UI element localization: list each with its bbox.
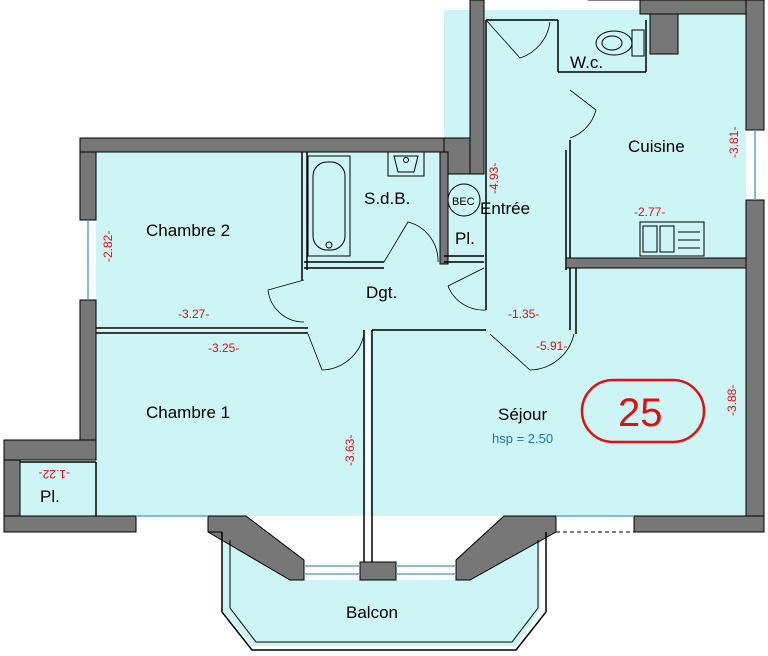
unit-number-ring (580, 378, 706, 444)
chambre-2-area (96, 152, 304, 328)
bathtub-inner (312, 161, 346, 251)
wall-left-mid (79, 299, 97, 461)
bathtub-outline (307, 155, 351, 257)
balcon-area (222, 532, 540, 646)
kitchen-sink-bowl2 (659, 225, 675, 253)
label-sejour: Séjour (498, 405, 547, 424)
dim-ch2-height: -2.82- (101, 231, 115, 262)
sink-sdb-tap (403, 157, 409, 163)
windows (20, 130, 756, 575)
balcon-outline (221, 532, 547, 651)
door-ch2 (267, 279, 305, 323)
room-labels: Chambre 2 S.d.B. W.c. Cuisine Entrée Pl.… (40, 53, 685, 622)
label-placard-entree: Pl. (455, 229, 475, 248)
label-chambre-1: Chambre 1 (146, 403, 230, 422)
wall-bottom-left (3, 515, 137, 533)
dim-cuisine-height: -3.81- (727, 127, 741, 158)
door-sdb (383, 221, 439, 263)
wall-right-lower (745, 199, 765, 531)
wall-right-upper (745, 0, 765, 131)
partition-sdb-entree (439, 151, 449, 265)
wall-top-ch2 (79, 137, 477, 153)
wall-cuisine-inner (649, 13, 679, 55)
dim-placard-width: -1.22- (39, 467, 70, 481)
fixtures (307, 0, 705, 257)
unit-number: 25 (618, 391, 663, 435)
bec-circle (447, 183, 481, 217)
label-bec: BEC (452, 196, 475, 208)
label-chambre-2: Chambre 2 (146, 221, 230, 240)
dim-ch1-width: -3.25- (208, 341, 239, 355)
sink-sdb-bowl (393, 155, 419, 173)
wall-bottom-mid (359, 561, 397, 581)
dim-sejour-height: -3.88- (725, 385, 739, 416)
unit-number-badge: 25 (580, 378, 706, 444)
dim-sejour-width: -5.91- (536, 339, 567, 353)
kitchen-sink (639, 221, 705, 257)
label-cuisine: Cuisine (628, 137, 685, 156)
dim-cuisine-width: -2.77- (634, 205, 665, 219)
chambre-1-area (96, 330, 366, 516)
label-entree: Entrée (480, 199, 530, 218)
dimension-labels: -2.82- -3.27- -3.25- -3.63- -4.93- -3.81… (39, 127, 741, 481)
balcon-inner (229, 540, 539, 643)
door-entree (485, 19, 551, 59)
door-sejour (489, 333, 575, 371)
walls (3, 0, 765, 581)
dim-ch2-width: -3.27- (178, 307, 209, 321)
partitions (20, 19, 747, 651)
door-cuisine (569, 89, 597, 139)
wc-bowl (595, 30, 633, 56)
wall-top-cuisine (639, 0, 765, 15)
sdb-area (304, 152, 444, 262)
wall-placard-top (3, 439, 97, 461)
door-dgt-sejour (447, 285, 487, 311)
dim-entree-height: -4.93- (487, 163, 501, 194)
bathtub-drain (325, 241, 333, 249)
sejour-area (370, 268, 746, 516)
label-placard-ch1: Pl. (40, 487, 60, 506)
door-ch1 (307, 333, 365, 371)
dim-ch1-height: -3.63- (343, 435, 357, 466)
room-fills (20, 10, 746, 646)
label-wc: W.c. (570, 53, 603, 72)
doors (267, 19, 597, 371)
sink-sdb (387, 151, 425, 177)
partition-cuisine-sejour (565, 257, 747, 269)
wall-entree-top (469, 0, 485, 175)
wc-seat (601, 35, 623, 51)
wall-bottom-right (633, 515, 765, 533)
kitchen-sink-bowl1 (642, 225, 658, 253)
door-pl-entree (447, 267, 485, 287)
placard-ch1-area (20, 462, 96, 516)
label-balcon: Balcon (346, 603, 398, 622)
label-hsp: hsp = 2.50 (492, 431, 553, 446)
label-dgt: Dgt. (366, 283, 397, 302)
label-sdb: S.d.B. (364, 189, 410, 208)
dim-dgt-width: -1.35- (508, 307, 539, 321)
